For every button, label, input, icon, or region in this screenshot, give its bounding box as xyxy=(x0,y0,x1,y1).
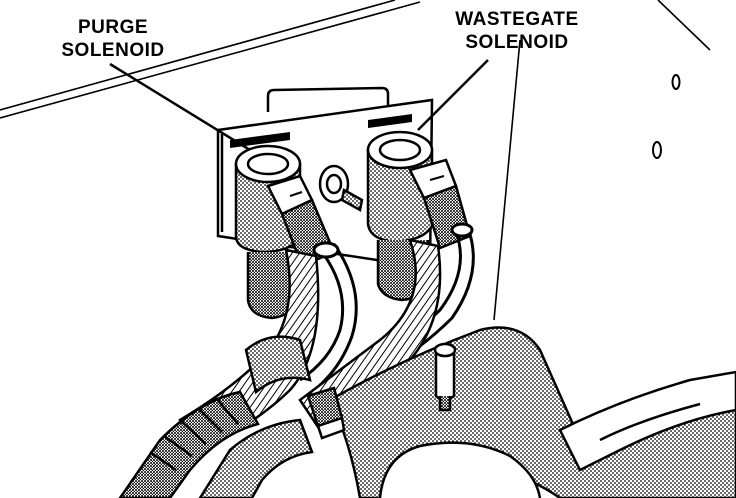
wastegate-label-line2: SOLENOID xyxy=(465,32,569,53)
corrugated-conduit xyxy=(118,390,314,498)
purge-label-line2: SOLENOID xyxy=(61,40,165,61)
wastegate-leader-line xyxy=(417,59,489,131)
purge-label-line1: PURGE xyxy=(77,17,149,38)
lower-engine-structure xyxy=(328,326,736,498)
body-panel-lines xyxy=(0,0,711,321)
lower-connector xyxy=(306,386,346,440)
purge-solenoid-label: PURGE SOLENOID xyxy=(38,16,188,62)
vacuum-tee-fitting xyxy=(433,342,457,412)
panel-grommets xyxy=(652,74,681,159)
wastegate-label-line1: WASTEGATE xyxy=(455,9,579,30)
bracket-slots xyxy=(230,114,412,148)
center-fitting xyxy=(318,164,364,212)
leader-lines xyxy=(109,59,489,152)
purge-leader-line xyxy=(109,62,251,152)
wastegate-solenoid-label: WASTEGATE SOLENOID xyxy=(437,8,597,54)
